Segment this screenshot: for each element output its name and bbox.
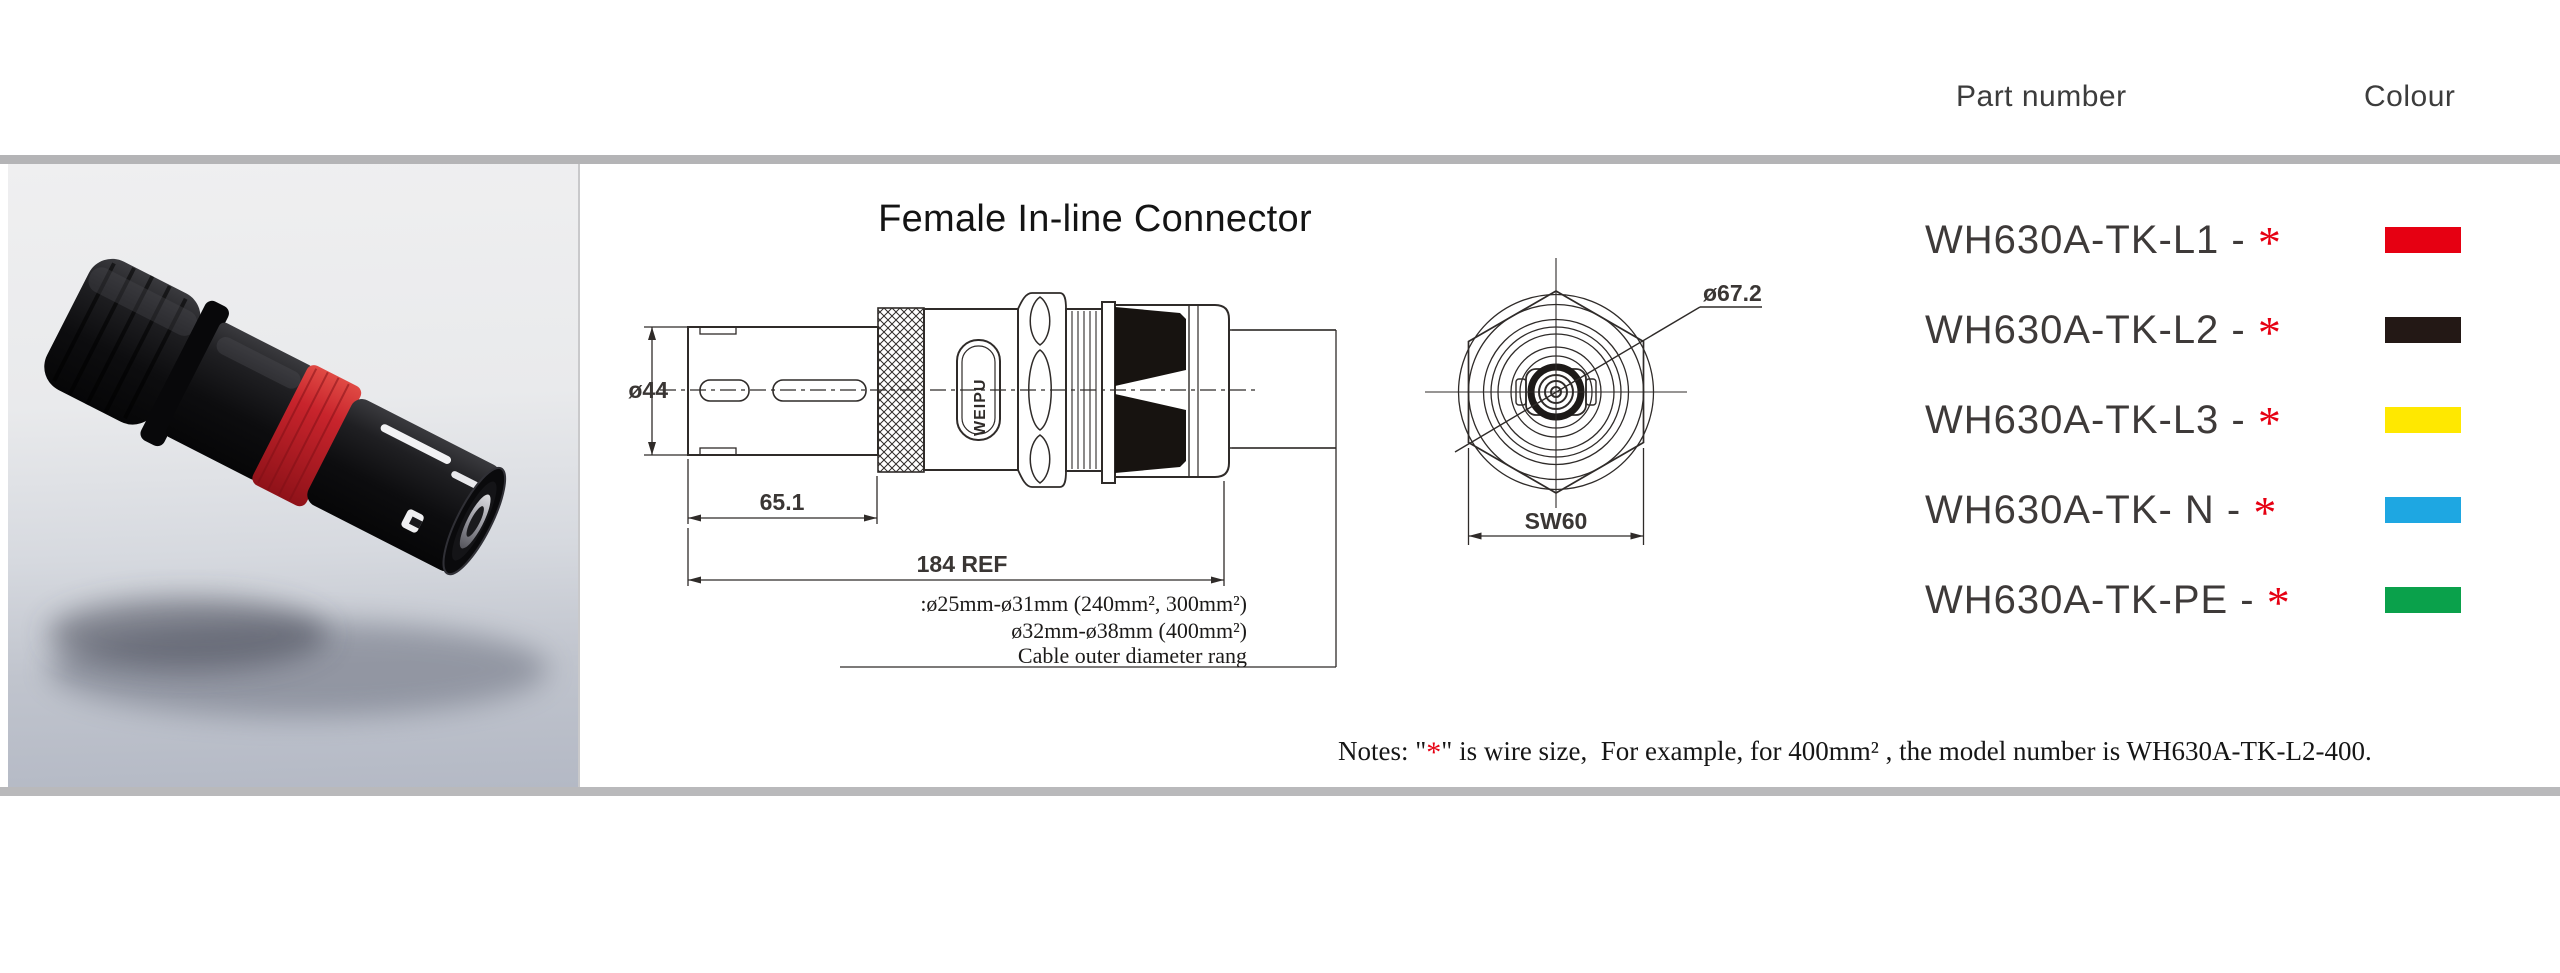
barrel-mark-short [451,471,479,489]
label-dia672: ø67.2 [1703,280,1762,306]
colour-swatch-blue [2385,497,2461,523]
slot-large [772,379,867,402]
label-65: 65.1 [760,489,805,515]
cable-note-2: ø32mm-ø38mm (400mm²) [1011,618,1247,643]
barrel-mark-long [380,424,452,464]
notes-asterisk: * [1426,736,1442,769]
photo-shadow-2 [48,598,328,670]
wire-size-asterisk: * [2257,397,2282,448]
dia-leader [1454,306,1762,453]
dim-184 [687,481,1225,586]
page-title: Female In-line Connector [878,198,1312,240]
logo-text: WEIPU [972,379,989,436]
technical-drawing: WEIPU [628,258,1762,668]
dim-dia44 [644,326,688,456]
wire-size-asterisk: * [2257,217,2282,268]
flange [1101,301,1116,484]
part-row-label: WH630A-TK- N - * [1925,486,2277,537]
slot-small [699,379,750,402]
logo-plate [956,339,1001,441]
part-number-text: WH630A-TK- N - [1925,488,2254,532]
connector-photo [44,258,548,717]
front-view [1425,258,1762,545]
colour-header: Colour [2364,80,2456,113]
part-number-text: WH630A-TK-L1 - [1925,218,2258,262]
dim-65 [687,459,878,524]
notes-label: Notes: [1338,736,1416,766]
cable-range-leader [840,329,1337,668]
top-divider-bar [0,155,2560,164]
connector-body-photo [44,258,507,576]
colour-swatch-green [2385,587,2461,613]
part-number-text: WH630A-TK-L2 - [1925,308,2258,352]
wire-size-asterisk: * [2253,487,2278,538]
label-sw60: SW60 [1525,508,1588,534]
side-view: WEIPU [644,292,1337,668]
wire-size-asterisk: * [2266,577,2291,628]
cable-note-3: Cable outer diameter rang [1018,643,1247,668]
part-row-label: WH630A-TK-L2 - * [1925,306,2282,357]
part-row-label: WH630A-TK-L3 - * [1925,396,2282,447]
label-184: 184 REF [917,551,1008,577]
notes-line: Notes: "*" is wire size, For example, fo… [1338,736,2372,770]
wire-size-asterisk: * [2257,307,2282,358]
notes-close-quote: " [1441,736,1453,766]
keying-icon [401,509,424,533]
cable-note-1: :ø25mm-ø31mm (240mm², 300mm²) [920,591,1247,616]
product-photo-panel [8,164,580,787]
notes-text: is wire size, For example, for 400mm² , … [1452,736,2372,766]
colour-swatch-red [2385,227,2461,253]
bottom-divider-bar [0,787,2560,796]
dim-sw60 [1467,448,1645,545]
part-number-text: WH630A-TK-PE - [1925,578,2267,622]
part-number-header: Part number [1956,80,2127,113]
colour-swatch-yellow [2385,407,2461,433]
seal-bottom [1115,394,1186,473]
colour-swatch-black [2385,317,2461,343]
seal-top [1115,307,1186,386]
label-dia44: ø44 [628,377,668,403]
notes-open-quote: " [1415,736,1427,766]
part-number-text: WH630A-TK-L3 - [1925,398,2258,442]
knurl-ring [877,307,925,473]
part-row-label: WH630A-TK-L1 - * [1925,216,2282,267]
part-row-label: WH630A-TK-PE - * [1925,576,2291,627]
